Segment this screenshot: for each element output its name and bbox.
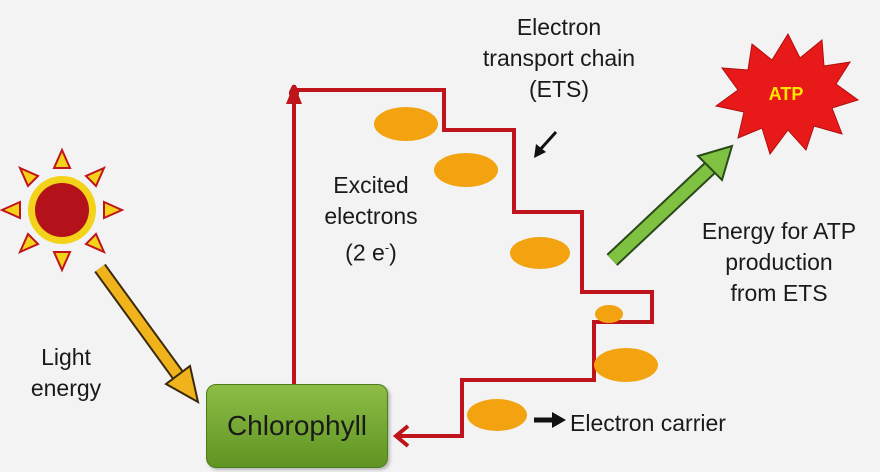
sun-icon bbox=[0, 147, 125, 273]
electron-carrier-4 bbox=[595, 305, 623, 323]
chlorophyll-box: Chlorophyll bbox=[206, 384, 388, 468]
light-energy-arrow bbox=[94, 263, 200, 404]
atp-label: ATP bbox=[768, 84, 804, 104]
atp-energy-arrow bbox=[606, 144, 734, 266]
electron-carrier-legend bbox=[467, 399, 527, 431]
chlorophyll-label: Chlorophyll bbox=[226, 410, 368, 441]
electron-carrier-1 bbox=[374, 107, 438, 141]
electron-carrier-label: Electron carrier bbox=[570, 410, 726, 436]
excited-electrons-label: Excited electrons (2 e-) bbox=[324, 172, 418, 266]
carrier-legend-arrow bbox=[534, 412, 566, 428]
electron-carriers bbox=[374, 107, 658, 431]
atp-burst-icon bbox=[714, 32, 860, 156]
electron-carrier-2 bbox=[434, 153, 498, 187]
electron-carrier-3 bbox=[510, 237, 570, 269]
light-energy-label: Light energy bbox=[30, 344, 102, 401]
electron-staircase-path bbox=[296, 88, 654, 438]
electron-carrier-5 bbox=[594, 348, 658, 382]
atp-energy-label: Energy for ATP production from ETS bbox=[701, 218, 857, 306]
ets-pointer-arrow bbox=[534, 130, 558, 158]
ets-label: Electron transport chain (ETS) bbox=[482, 14, 636, 102]
